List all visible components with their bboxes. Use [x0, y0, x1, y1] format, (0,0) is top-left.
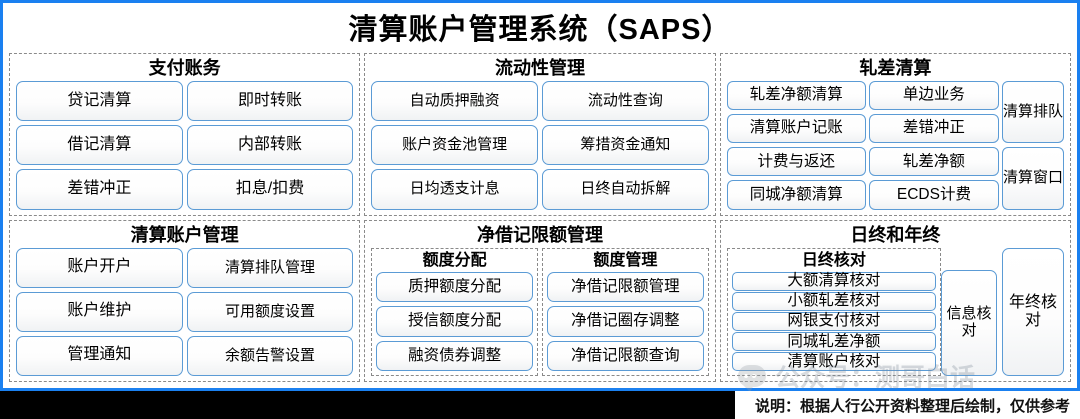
panel-payment: 支付账务 贷记清算 借记清算 差错冲正 即时转账 内部转账 扣息/扣费 — [9, 53, 361, 216]
item-box[interactable]: 同城轧差净额 — [731, 331, 936, 351]
item-box[interactable]: 单边业务 — [868, 81, 999, 111]
liquidity-column-1: 自动质押融资 账户资金池管理 日均透支计息 — [371, 81, 538, 210]
item-box[interactable]: 净借记限额查询 — [547, 340, 704, 371]
panel-grid: 支付账务 贷记清算 借记清算 差错冲正 即时转账 内部转账 扣息/扣费 流动性管… — [3, 53, 1077, 388]
panel-title-eod-eoy: 日终和年终 — [850, 224, 941, 245]
item-box[interactable]: 贷记清算 — [16, 81, 183, 122]
netting-column-1: 轧差净额清算 清算账户记账 计费与返还 同城净额清算 — [726, 81, 866, 210]
subgroup-body: 大额清算核对 小额轧差核对 网银支付核对 同城轧差净额 清算账户核对 — [731, 271, 936, 372]
item-box[interactable]: 净借记限额管理 — [547, 271, 704, 302]
item-box[interactable]: 同城净额清算 — [726, 180, 866, 210]
item-box[interactable]: 质押额度分配 — [376, 271, 533, 302]
eod-reconciliation-wrapper: 日终核对 大额清算核对 小额轧差核对 网银支付核对 同城轧差净额 清算账户核对 … — [726, 247, 997, 376]
item-box[interactable]: 清算窗口 — [1002, 147, 1064, 210]
netting-column-2: 单边业务 差错冲正 轧差净额 ECDS计费 — [868, 81, 999, 210]
item-box[interactable]: 管理通知 — [16, 335, 183, 377]
panel-title-quota: 净借记限额管理 — [476, 224, 603, 245]
panel-eod-eoy: 日终和年终 日终核对 大额清算核对 小额轧差核对 网银支付核对 同城轧差净额 清… — [719, 219, 1071, 382]
account-column-2: 清算排队管理 可用额度设置 余额告警设置 — [186, 247, 354, 377]
item-box[interactable]: 借记清算 — [16, 125, 183, 166]
item-box[interactable]: 信息核对 — [941, 269, 997, 376]
item-box[interactable]: 即时转账 — [186, 81, 354, 122]
item-box[interactable]: 清算账户记账 — [726, 114, 866, 144]
item-box[interactable]: 清算排队 — [1002, 81, 1064, 144]
item-box[interactable]: 年终核对 — [1002, 247, 1064, 376]
item-box[interactable]: 可用额度设置 — [186, 291, 354, 332]
page-title: 清算账户管理系统（SAPS） — [348, 14, 732, 46]
item-box[interactable]: 授信额度分配 — [376, 306, 533, 337]
item-box[interactable]: 筹措资金通知 — [542, 125, 709, 166]
panel-title-account: 清算账户管理 — [130, 224, 239, 245]
subgroup-body: 质押额度分配 授信额度分配 融资债券调整 — [376, 271, 533, 371]
panel-body-quota: 额度分配 质押额度分配 授信额度分配 融资债券调整 额度管理 净借记限额管理 净… — [371, 247, 709, 376]
subgroup-quota-management: 额度管理 净借记限额管理 净借记圈存调整 净借记限额查询 — [542, 247, 709, 376]
item-box[interactable]: 内部转账 — [186, 125, 354, 166]
item-box[interactable]: 轧差净额 — [868, 147, 999, 177]
eoy-reconciliation-column: 年终核对 — [1002, 247, 1064, 376]
black-strip — [0, 391, 735, 419]
subgroup-eod-reconciliation: 日终核对 大额清算核对 小额轧差核对 网银支付核对 同城轧差净额 清算账户核对 — [726, 247, 941, 376]
item-box[interactable]: 清算账户核对 — [731, 351, 936, 371]
item-box[interactable]: 大额清算核对 — [731, 271, 936, 291]
item-box[interactable]: ECDS计费 — [868, 180, 999, 210]
item-box[interactable]: 差错冲正 — [16, 169, 183, 210]
item-box[interactable]: 自动质押融资 — [371, 81, 538, 122]
panel-title-payment: 支付账务 — [148, 58, 221, 78]
panel-body-payment: 贷记清算 借记清算 差错冲正 即时转账 内部转账 扣息/扣费 — [16, 81, 354, 210]
item-box[interactable]: 账户开户 — [16, 247, 183, 288]
info-reconciliation-column: 信息核对 — [941, 248, 997, 376]
subgroup-title: 额度管理 — [593, 251, 658, 269]
panel-body-eod-eoy: 日终核对 大额清算核对 小额轧差核对 网银支付核对 同城轧差净额 清算账户核对 … — [726, 247, 1064, 376]
item-box[interactable]: 余额告警设置 — [186, 335, 354, 377]
item-box[interactable]: 网银支付核对 — [731, 311, 936, 331]
panel-liquidity: 流动性管理 自动质押融资 账户资金池管理 日均透支计息 流动性查询 筹措资金通知… — [364, 53, 716, 216]
liquidity-column-2: 流动性查询 筹措资金通知 日终自动拆解 — [542, 81, 709, 210]
payment-column-1: 贷记清算 借记清算 差错冲正 — [16, 81, 183, 210]
panel-quota: 净借记限额管理 额度分配 质押额度分配 授信额度分配 融资债券调整 额度管理 净… — [364, 219, 716, 382]
item-box[interactable]: 账户资金池管理 — [371, 125, 538, 166]
item-box[interactable]: 流动性查询 — [542, 81, 709, 122]
account-column-1: 账户开户 账户维护 管理通知 — [16, 247, 183, 377]
subgroup-body: 净借记限额管理 净借记圈存调整 净借记限额查询 — [547, 271, 704, 371]
item-box[interactable]: 净借记圈存调整 — [547, 306, 704, 337]
item-box[interactable]: 轧差净额清算 — [726, 81, 866, 111]
panel-body-netting: 轧差净额清算 清算账户记账 计费与返还 同城净额清算 单边业务 差错冲正 轧差净… — [726, 81, 1064, 210]
payment-column-2: 即时转账 内部转账 扣息/扣费 — [186, 81, 354, 210]
item-box[interactable]: 计费与返还 — [726, 147, 866, 177]
panel-title-liquidity: 流动性管理 — [494, 58, 585, 78]
item-box[interactable]: 日终自动拆解 — [542, 169, 709, 210]
diagram-frame: 清算账户管理系统（SAPS） 支付账务 贷记清算 借记清算 差错冲正 即时转账 … — [0, 0, 1080, 392]
panel-account: 清算账户管理 账户开户 账户维护 管理通知 清算排队管理 可用额度设置 余额告警… — [9, 219, 361, 382]
item-box[interactable]: 扣息/扣费 — [186, 169, 354, 210]
subgroup-quota-allocation: 额度分配 质押额度分配 授信额度分配 融资债券调整 — [371, 247, 538, 376]
item-box[interactable]: 融资债券调整 — [376, 340, 533, 371]
panel-title-netting: 轧差清算 — [859, 58, 932, 78]
bottom-bar: 说明：根据人行公开资料整理后绘制，仅供参考 — [0, 391, 1080, 419]
subgroup-title: 日终核对 — [801, 251, 866, 269]
panel-body-liquidity: 自动质押融资 账户资金池管理 日均透支计息 流动性查询 筹措资金通知 日终自动拆… — [371, 81, 709, 210]
item-box[interactable]: 账户维护 — [16, 291, 183, 332]
subgroup-title: 额度分配 — [422, 251, 487, 269]
panel-body-account: 账户开户 账户维护 管理通知 清算排队管理 可用额度设置 余额告警设置 — [16, 247, 354, 377]
item-box[interactable]: 小额轧差核对 — [731, 291, 936, 311]
netting-column-3: 清算排队 清算窗口 — [1002, 81, 1064, 210]
footnote: 说明：根据人行公开资料整理后绘制，仅供参考 — [754, 397, 1070, 415]
panel-netting: 轧差清算 轧差净额清算 清算账户记账 计费与返还 同城净额清算 单边业务 差错冲… — [719, 53, 1071, 216]
item-box[interactable]: 差错冲正 — [868, 114, 999, 144]
item-box[interactable]: 清算排队管理 — [186, 247, 354, 288]
item-box[interactable]: 日均透支计息 — [371, 169, 538, 210]
